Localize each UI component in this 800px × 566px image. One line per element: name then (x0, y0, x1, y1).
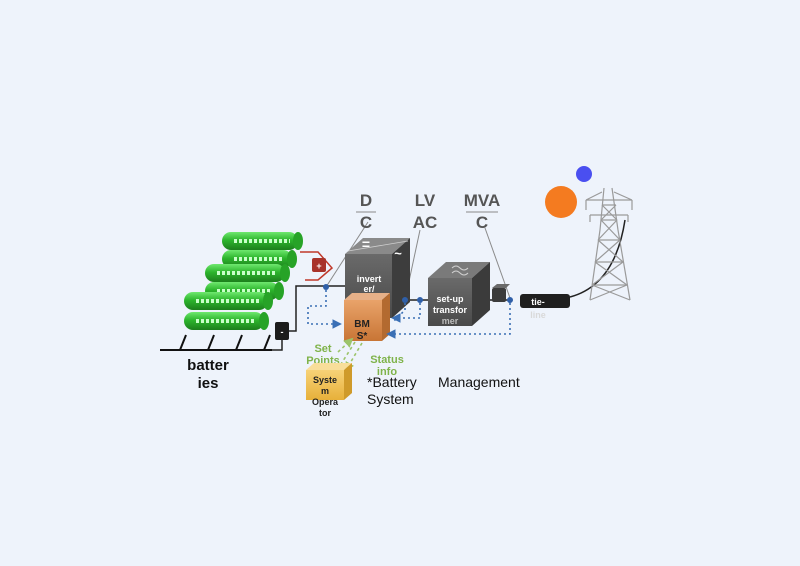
bms-label-2: S* (357, 331, 368, 342)
battery-cell (205, 264, 290, 282)
status-info-label: Status info (370, 354, 404, 378)
svg-text:C: C (360, 213, 372, 232)
svg-text:info: info (377, 366, 397, 378)
mvac-label: MVA C (464, 191, 501, 232)
transformer-label-3: mer (442, 316, 459, 326)
moon-icon (576, 166, 592, 182)
management-label: Management (438, 374, 520, 390)
svg-text:Status: Status (370, 354, 404, 366)
plus-terminal: + (312, 258, 326, 272)
transformer-label-2: transfor (433, 305, 468, 315)
minus-terminal: - (275, 322, 289, 340)
inverter-label-1: invert (357, 274, 382, 284)
control-lines (307, 290, 511, 339)
battery-cell (222, 250, 297, 268)
svg-text:System: System (367, 391, 414, 407)
positive-wire (300, 251, 334, 281)
batteries-label: batter ies (187, 357, 229, 392)
tieline-label-2: line (530, 310, 546, 320)
junction-dots (323, 284, 513, 303)
svg-text:AC: AC (413, 213, 438, 232)
coil-icon (451, 265, 469, 276)
tieline-label-1: tie- (531, 297, 545, 307)
battery-system-label: *Battery System (367, 374, 417, 407)
plus-symbol: + (316, 261, 321, 271)
inverter-label-2: er/ (363, 284, 375, 294)
battery-cells (184, 232, 303, 330)
sun-icon (545, 186, 577, 218)
battery-rack (160, 334, 272, 351)
operator-label-4: tor (319, 408, 331, 418)
svg-text:LV: LV (415, 191, 436, 210)
svg-text:batter: batter (187, 357, 229, 374)
transformer-box: set-up transfor mer (428, 262, 490, 326)
dc-symbol-glyph: = (362, 236, 370, 252)
svg-text:D: D (360, 191, 372, 210)
operator-label-2: m (321, 386, 329, 396)
dc-label: D C (356, 191, 376, 232)
battery-cell (222, 232, 303, 250)
operator-label-3: Opera (312, 397, 339, 407)
minus-symbol: - (281, 327, 284, 337)
svg-text:Set: Set (314, 343, 331, 355)
battery-cell (184, 292, 273, 310)
operator-label-1: Syste (313, 375, 337, 385)
svg-text:ies: ies (198, 375, 219, 392)
breaker-icon (492, 284, 510, 302)
bms-box: BM S* (344, 293, 390, 342)
svg-text:*Battery: *Battery (367, 374, 417, 390)
svg-text:C: C (476, 213, 488, 232)
lvac-label: LV AC (413, 191, 438, 232)
svg-text:MVA: MVA (464, 191, 501, 210)
transformer-label-1: set-up (437, 294, 465, 304)
pylon-icon (585, 187, 633, 301)
tieline-box: tie- line (520, 294, 570, 320)
battery-cell (184, 312, 269, 330)
ac-symbol: ~ (394, 246, 402, 261)
bms-label-1: BM (354, 319, 370, 330)
system-operator-box: Syste m Opera tor (306, 363, 352, 418)
